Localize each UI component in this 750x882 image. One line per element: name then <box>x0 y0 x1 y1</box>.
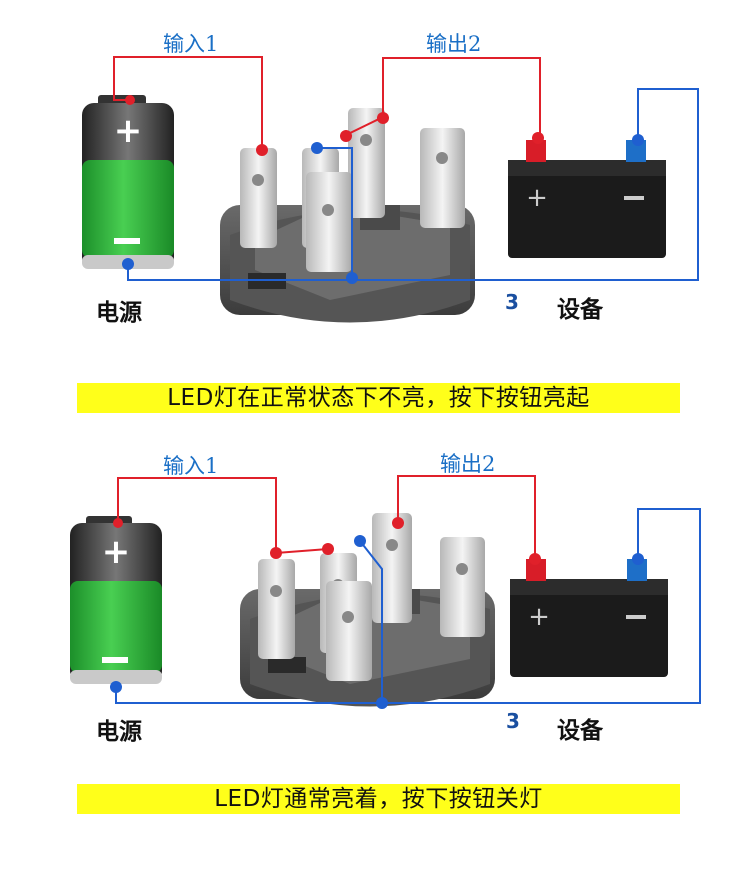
positive-wiring <box>113 56 541 150</box>
power-source-label: 电源 <box>96 719 142 745</box>
power-source-label: 电源 <box>96 300 142 326</box>
svg-text:+: + <box>528 602 550 632</box>
caption-banner: LED灯在正常状态下不亮，按下按钮亮起 <box>77 383 680 413</box>
svg-text:+: + <box>526 183 548 213</box>
wire-terminals <box>110 517 644 709</box>
positive-wiring <box>117 475 536 559</box>
wiring-diagram-normally-open: + + <box>77 32 699 413</box>
wiring-diagram-normally-closed: + + <box>0 441 750 882</box>
car-battery-icon: + <box>510 559 668 677</box>
caption-banner: LED灯通常亮着，按下按钮关灯 <box>77 784 680 814</box>
battery-icon: + <box>82 95 174 269</box>
terminal-3-label: 3 <box>505 290 519 314</box>
output-2-label: 输出2 <box>426 32 482 56</box>
negative-wiring <box>127 88 699 281</box>
svg-text:+: + <box>114 111 143 151</box>
wiring-diagram-graphic: + + <box>70 475 701 709</box>
car-battery-icon: + <box>508 140 666 258</box>
wiring-diagram-graphic: + + <box>82 56 699 323</box>
switch-body-icon <box>240 513 495 707</box>
wire-terminals <box>122 95 644 284</box>
battery-icon: + <box>70 516 162 684</box>
negative-wiring <box>115 508 701 704</box>
input-1-label: 输入1 <box>163 454 219 478</box>
device-label: 设备 <box>557 718 603 744</box>
output-2-label: 输出2 <box>440 452 496 476</box>
svg-text:+: + <box>102 532 131 572</box>
input-1-label: 输入1 <box>163 32 219 56</box>
device-label: 设备 <box>557 297 603 323</box>
terminal-3-label: 3 <box>506 709 520 733</box>
